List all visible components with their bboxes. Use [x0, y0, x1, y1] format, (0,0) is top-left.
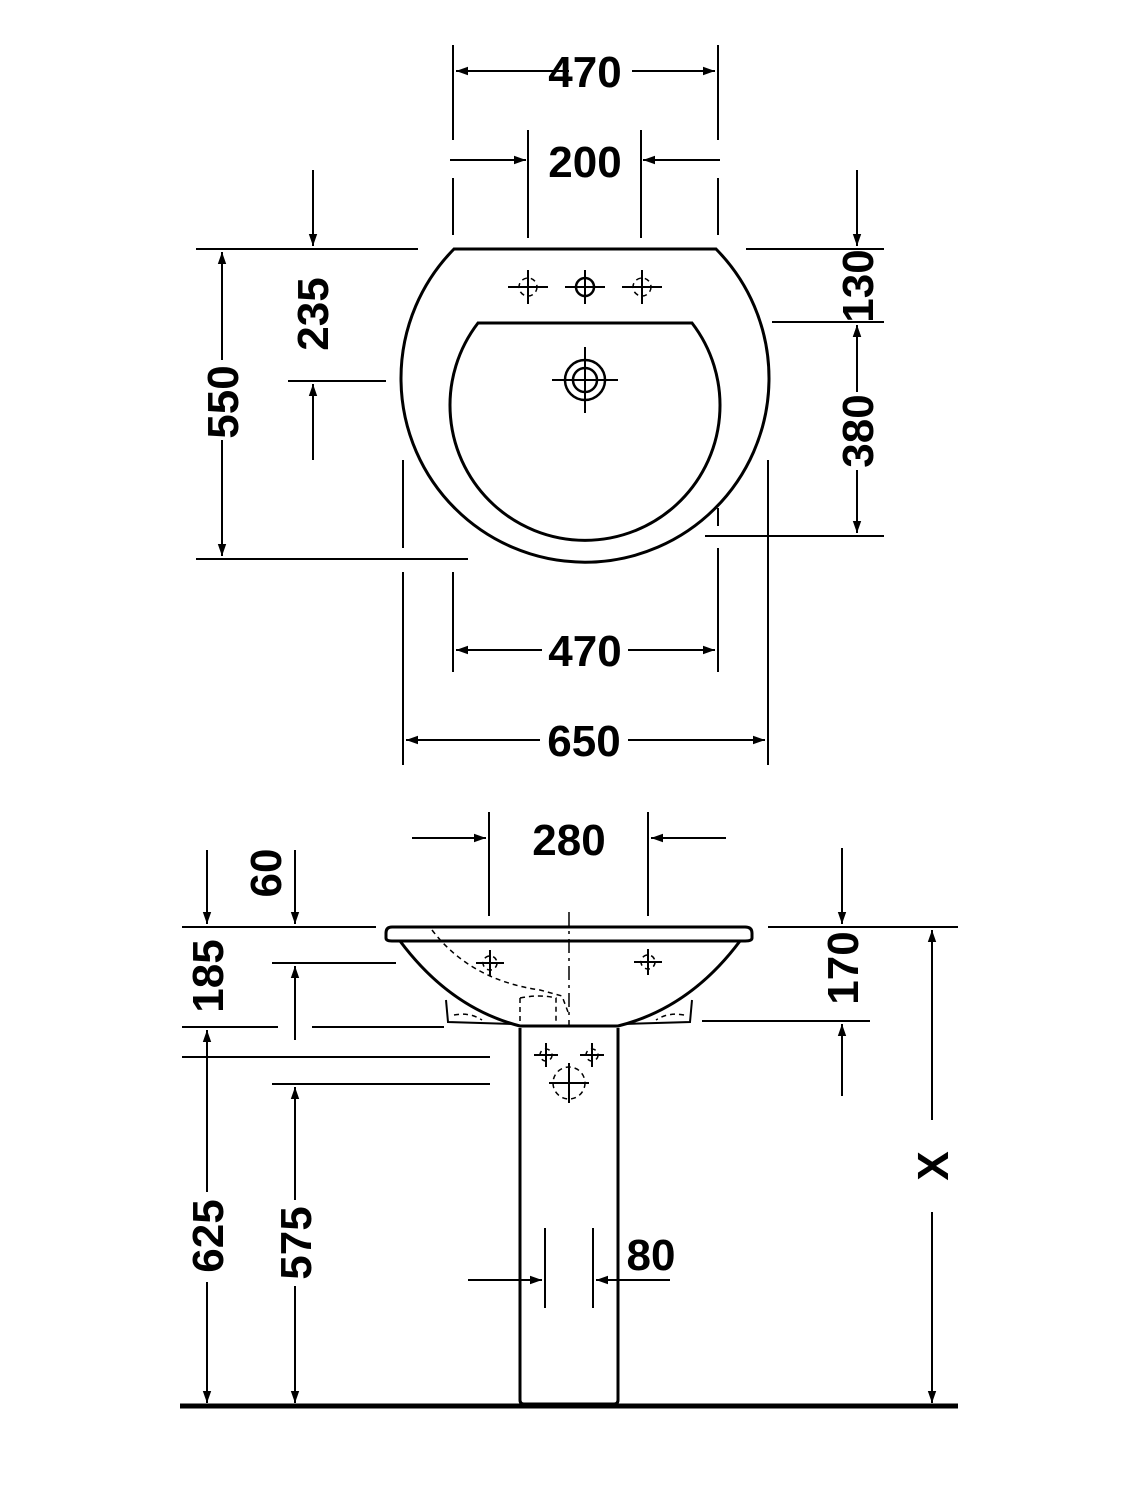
dimension-label-tap-to-drain-depth: 235 — [289, 277, 338, 350]
front-extension-lines — [182, 812, 958, 1308]
dimension-installation-height: X — [909, 930, 958, 1403]
bowl-inner-outline — [448, 321, 722, 542]
dimension-bowl-height-right: 170 — [819, 848, 868, 1096]
dimension-label-rim-to-tap-row: 130 — [834, 249, 883, 322]
tap-hole-left — [508, 270, 548, 304]
dimension-label-bowl-depth: 380 — [834, 394, 883, 467]
dimension-overall-width: 650 — [406, 717, 765, 766]
dimension-label-rim-offset: 60 — [242, 849, 291, 898]
dimension-pedestal-width: 80 — [468, 1231, 676, 1285]
dimension-rim-offset: 60 — [242, 849, 300, 924]
tap-holes — [508, 270, 662, 304]
dimension-floor-to-outlet: 575 — [272, 1087, 321, 1403]
hidden-overflow-line — [431, 929, 569, 1013]
dimension-overall-top-width: 470 — [456, 48, 715, 97]
pedestal-hidden-outlets — [534, 1043, 604, 1103]
dimension-overall-depth: 550 — [199, 252, 248, 556]
dimension-tap-hole-spacing: 200 — [450, 138, 720, 187]
dimension-label-overall-top-width: 470 — [548, 48, 621, 97]
extension-lines — [196, 45, 884, 765]
top-view: 470 200 550 235 130 380 — [196, 45, 884, 766]
basin-fixing-left — [476, 950, 504, 976]
dimension-label-tap-hole-spacing: 200 — [548, 138, 621, 187]
basin-body — [398, 940, 742, 1028]
dimension-inner-width: 470 — [456, 627, 715, 676]
drain — [552, 347, 618, 413]
dimension-label-floor-to-bowl-underside: 625 — [184, 1199, 233, 1272]
tap-hole-center — [565, 270, 605, 304]
dimension-label-floor-to-outlet: 575 — [272, 1206, 321, 1279]
dimension-bowl-height-left: 185 — [184, 850, 300, 1040]
bracket-right — [623, 999, 693, 1025]
basin-outer-outline — [399, 247, 771, 564]
dimension-bowl-depth: 380 — [834, 325, 883, 533]
bracket-left — [445, 999, 515, 1025]
basin-rim — [384, 925, 754, 943]
dimension-bracket-spacing: 280 — [412, 816, 726, 865]
dimension-label-overall-width: 650 — [547, 717, 620, 766]
dimension-label-pedestal-width: 80 — [627, 1231, 676, 1280]
dimension-label-bracket-spacing: 280 — [532, 816, 605, 865]
dimension-label-inner-width: 470 — [548, 627, 621, 676]
dimension-label-bowl-height-right: 170 — [819, 931, 868, 1004]
dimension-tap-to-drain-depth: 235 — [289, 170, 338, 460]
tap-hole-right — [622, 270, 662, 304]
dimension-rim-to-tap-row: 130 — [834, 170, 883, 347]
dimension-label-overall-depth: 550 — [199, 365, 248, 438]
dimension-label-installation-height: X — [909, 1151, 958, 1180]
front-view: 280 60 185 625 575 170 — [180, 812, 958, 1409]
dimension-floor-to-bowl-underside: 625 — [184, 1030, 233, 1403]
basin-fixing-right — [634, 949, 662, 975]
dimension-label-bowl-height-left: 185 — [184, 939, 233, 1012]
pedestal — [518, 1028, 620, 1406]
